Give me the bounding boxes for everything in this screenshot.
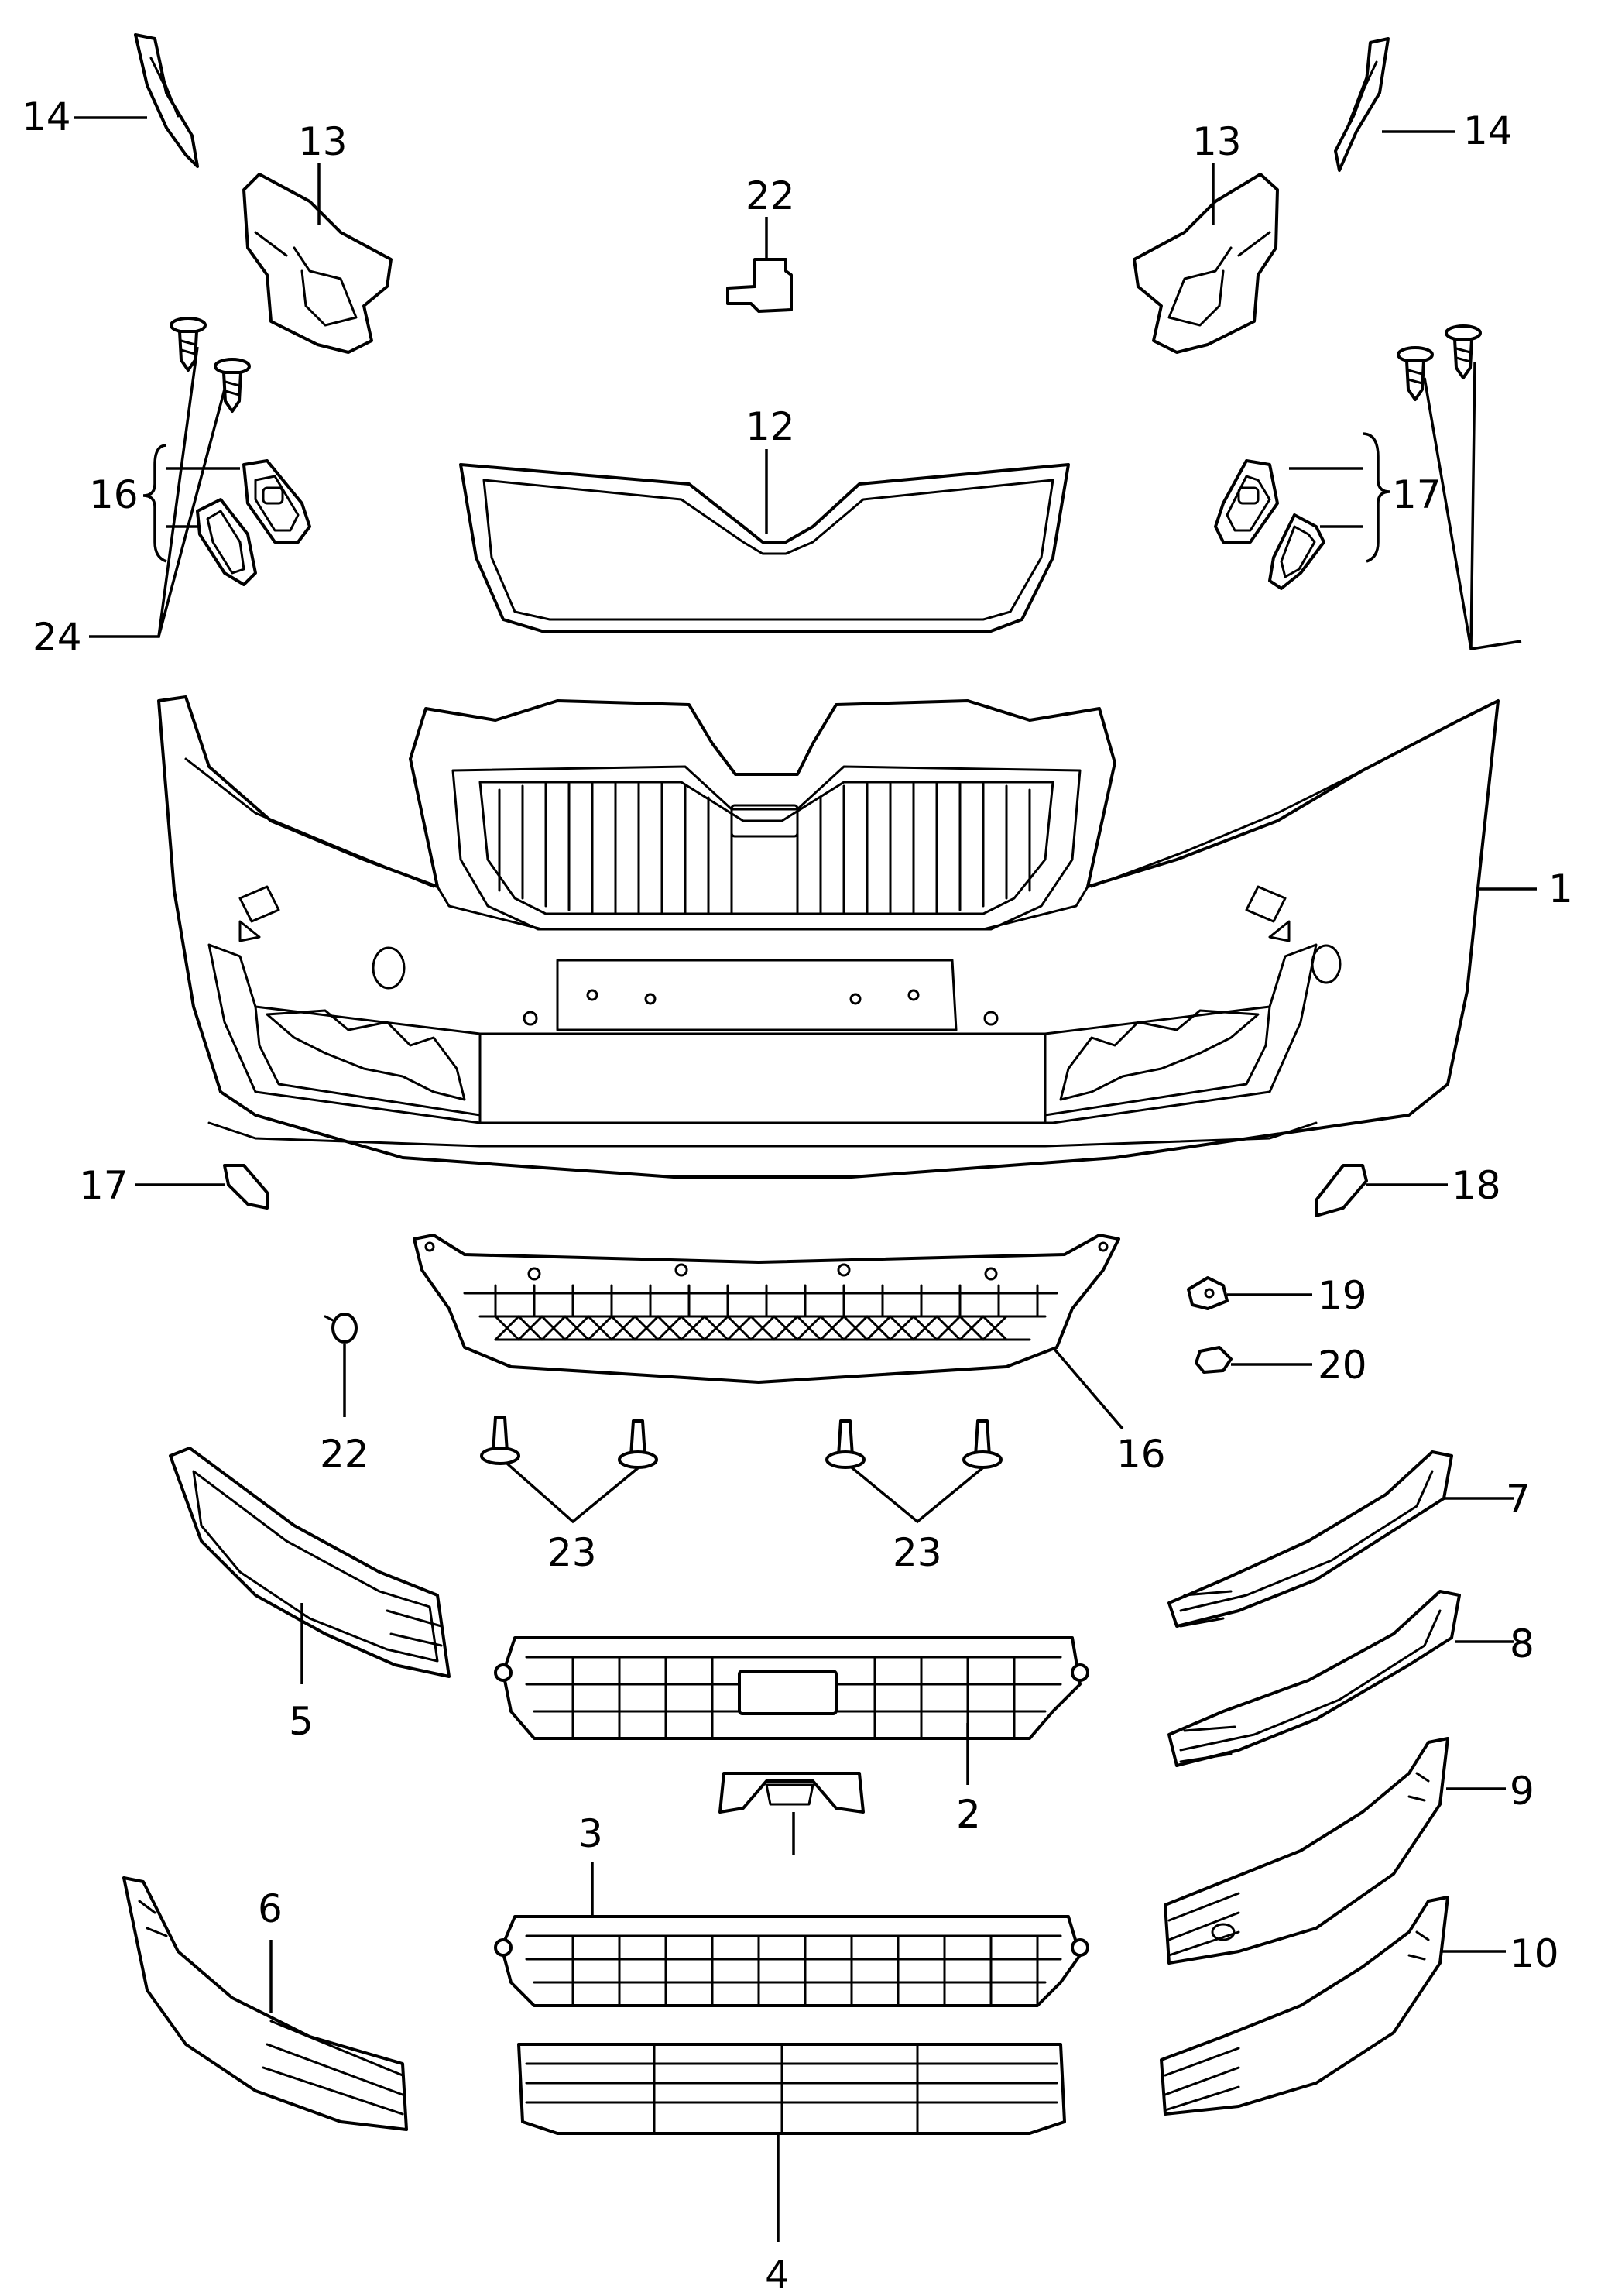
part-1-bumper — [157, 695, 1500, 1179]
part-22-left-screws — [480, 1416, 658, 1469]
part-19 — [1195, 1346, 1233, 1374]
label-16-left: 16 — [89, 472, 139, 517]
part-2-center-grille — [494, 1636, 1089, 1740]
label-8: 8 — [1510, 1622, 1534, 1666]
leader-lines — [74, 116, 1537, 2242]
part-7-side-grille-right — [1167, 1450, 1453, 1628]
part-16-right — [1214, 459, 1325, 590]
part-17-right — [1315, 1164, 1368, 1217]
part-10-trim-right — [1160, 1896, 1449, 2116]
part-23-right-screws — [1397, 324, 1482, 401]
label-22-left: 23 — [547, 1530, 597, 1575]
part-20 — [324, 1313, 358, 1344]
label-9: 9 — [1510, 1769, 1534, 1814]
part-9-trim-right — [1164, 1737, 1449, 1965]
part-17-left — [223, 1164, 269, 1210]
part-12-grille-frame — [459, 463, 1070, 633]
part-22-right-screws — [825, 1419, 1003, 1469]
label-19: 20 — [1318, 1343, 1367, 1388]
label-16-right: 17 — [1392, 472, 1442, 517]
label-14-left: 14 — [22, 94, 71, 139]
part-13-right — [1133, 173, 1279, 354]
part-24 — [718, 1772, 865, 1814]
label-2: 2 — [956, 1792, 981, 1837]
part-18 — [1187, 1276, 1229, 1310]
label-12: 12 — [746, 404, 795, 449]
label-4: 4 — [765, 2253, 790, 2296]
part-14-right — [1334, 37, 1390, 172]
part-8-side-grille-right — [1167, 1590, 1461, 1767]
label-13-right: 13 — [1192, 119, 1242, 164]
label-6: 6 — [258, 1886, 283, 1931]
label-3: 3 — [578, 1811, 603, 1856]
part-14-left — [134, 33, 199, 168]
label-23-left: 24 — [33, 615, 82, 660]
part-15-reinforcement — [413, 1234, 1120, 1384]
label-21: 22 — [746, 173, 795, 218]
label-14-right: 14 — [1463, 108, 1513, 153]
label-22-right: 23 — [893, 1530, 942, 1575]
part-5-side-grille-left — [169, 1447, 451, 1678]
label-5: 5 — [289, 1699, 314, 1744]
part-3-lower-grille — [494, 1915, 1089, 2007]
label-7: 7 — [1506, 1477, 1531, 1522]
label-10: 10 — [1510, 1931, 1559, 1976]
part-4-bottom-strip — [517, 2043, 1066, 2135]
label-15: 16 — [1116, 1432, 1166, 1477]
part-6-trim-left — [122, 1876, 408, 2131]
label-20: 22 — [320, 1432, 369, 1477]
label-17-right: 18 — [1452, 1163, 1501, 1208]
label-18: 19 — [1318, 1273, 1367, 1318]
part-21 — [726, 258, 793, 313]
part-23-left-screws — [170, 317, 251, 413]
label-13-left: 13 — [298, 119, 348, 164]
label-17-left: 17 — [79, 1163, 129, 1208]
label-1: 1 — [1548, 867, 1573, 911]
part-13-left — [242, 173, 393, 354]
callout-labels: 14 14 13 13 22 12 16 17 24 1 17 18 19 20… — [22, 94, 1573, 2296]
part-16-left — [196, 459, 311, 586]
